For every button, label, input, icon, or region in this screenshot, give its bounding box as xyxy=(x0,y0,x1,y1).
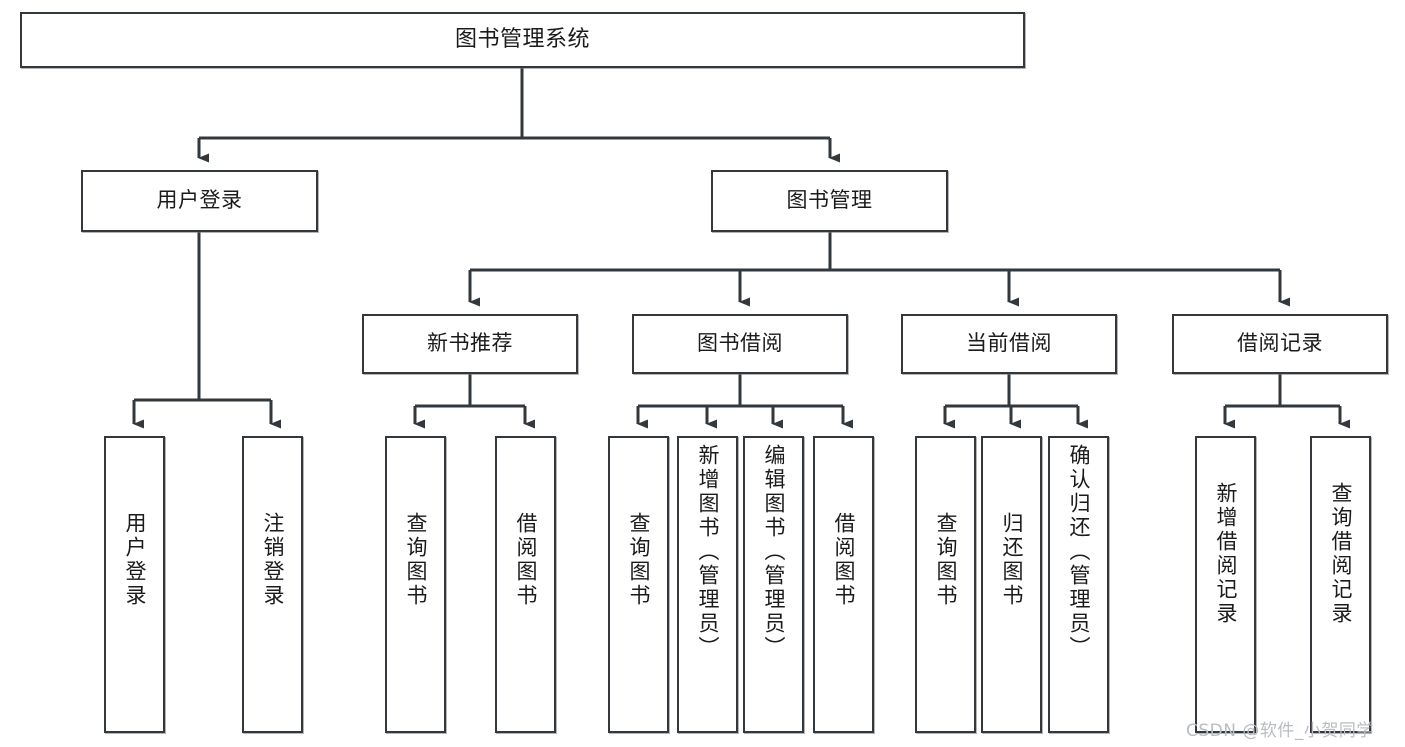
leaf-query-book-current[interactable]: 查询图书 xyxy=(915,436,976,733)
leaf-add-book[interactable]: 新增图书（管理员） xyxy=(677,436,738,733)
node-label: 借阅记录 xyxy=(1237,331,1323,356)
node-book-borrow[interactable]: 图书借阅 xyxy=(632,314,848,374)
leaf-confirm-return[interactable]: 确认归还（管理员） xyxy=(1048,436,1109,733)
node-book-manage[interactable]: 图书管理 xyxy=(711,170,948,232)
node-label: 确认归还（管理员） xyxy=(1067,444,1091,660)
node-label: 当前借阅 xyxy=(966,331,1052,356)
node-user-login[interactable]: 用户登录 xyxy=(81,170,318,232)
node-label: 图书借阅 xyxy=(697,331,783,356)
leaf-borrow-book[interactable]: 借阅图书 xyxy=(813,436,874,733)
node-label: 新增借阅记录 xyxy=(1214,482,1238,626)
node-label: 图书管理系统 xyxy=(454,26,590,52)
node-label: 图书管理 xyxy=(786,188,873,213)
node-label: 查询图书 xyxy=(934,512,958,608)
leaf-borrow-book-recommend[interactable]: 借阅图书 xyxy=(495,436,556,733)
node-label: 查询图书 xyxy=(627,512,651,608)
watermark-text: CSDN @软件_小贺同学 xyxy=(1186,721,1374,741)
node-new-book-recommend[interactable]: 新书推荐 xyxy=(362,314,578,374)
node-label: 借阅图书 xyxy=(832,512,856,608)
leaf-edit-book[interactable]: 编辑图书（管理员） xyxy=(743,436,804,733)
leaf-query-borrow-record[interactable]: 查询借阅记录 xyxy=(1310,436,1371,733)
node-label: 新增图书（管理员） xyxy=(696,444,720,660)
leaf-add-borrow-record[interactable]: 新增借阅记录 xyxy=(1195,436,1256,733)
node-borrow-record[interactable]: 借阅记录 xyxy=(1172,314,1388,374)
leaf-user-login[interactable]: 用户登录 xyxy=(104,436,165,733)
node-root-system[interactable]: 图书管理系统 xyxy=(20,12,1025,68)
node-label: 借阅图书 xyxy=(514,512,538,608)
node-label: 用户登录 xyxy=(156,188,243,213)
node-current-borrow[interactable]: 当前借阅 xyxy=(901,314,1117,374)
node-label: 注销登录 xyxy=(261,512,285,608)
leaf-query-book-recommend[interactable]: 查询图书 xyxy=(385,436,446,733)
node-label: 新书推荐 xyxy=(427,331,513,356)
node-label: 归还图书 xyxy=(1000,512,1024,608)
leaf-logout-login[interactable]: 注销登录 xyxy=(242,436,303,733)
leaf-query-book-borrow[interactable]: 查询图书 xyxy=(608,436,669,733)
leaf-return-book[interactable]: 归还图书 xyxy=(981,436,1042,733)
node-label: 查询图书 xyxy=(404,512,428,608)
node-label: 查询借阅记录 xyxy=(1329,482,1353,626)
node-label: 用户登录 xyxy=(123,512,147,608)
node-label: 编辑图书（管理员） xyxy=(762,444,786,660)
